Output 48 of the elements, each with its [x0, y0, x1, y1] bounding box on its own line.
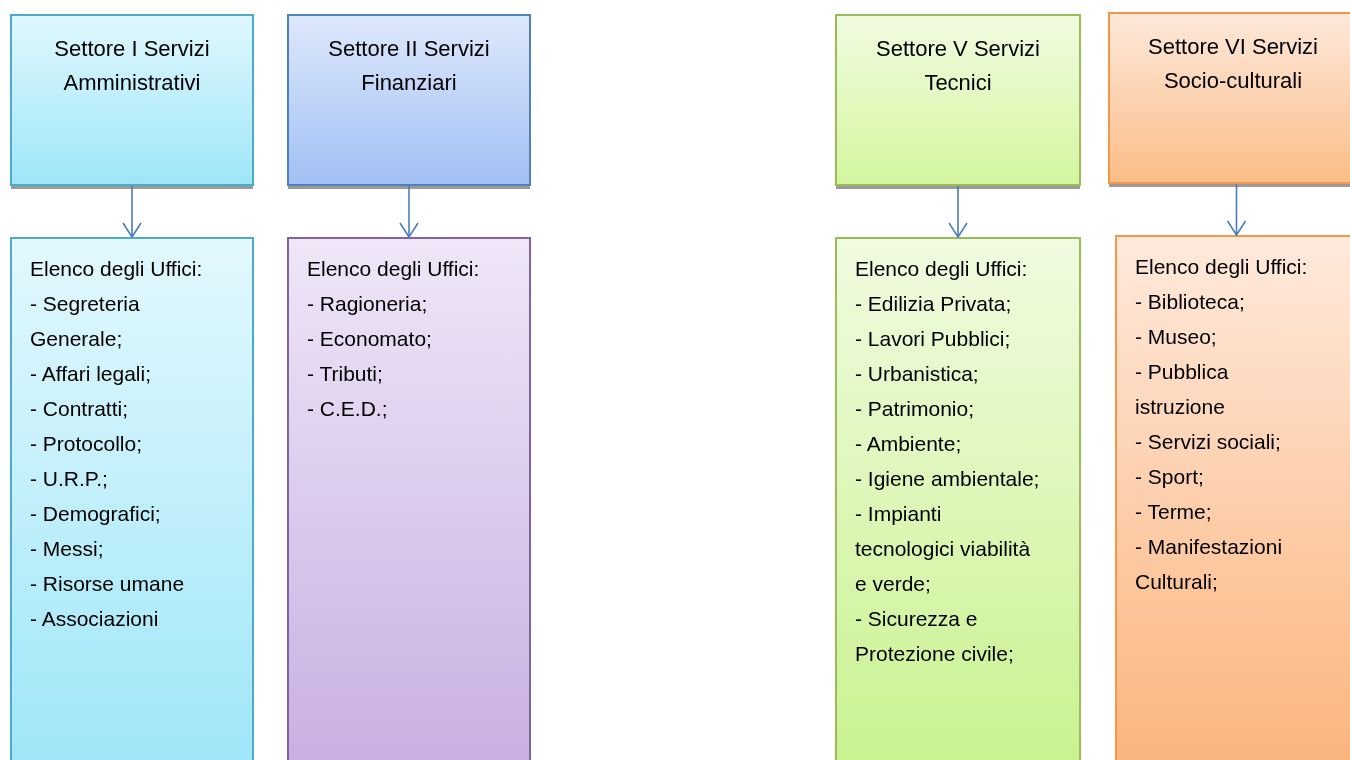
list-item: - Museo;: [1135, 324, 1218, 350]
list-item: - Terme;: [1135, 499, 1213, 525]
list-item: - Segreteria Generale;: [30, 291, 141, 352]
list-item: - Manifestazioni Culturali;: [1135, 534, 1284, 595]
office-list-box: [287, 237, 531, 760]
list-item: - Economato;: [307, 326, 433, 352]
list-item: - U.R.P.;: [30, 466, 109, 492]
list-item: - Igiene ambientale;: [855, 466, 1041, 492]
list-item: - Protocollo;: [30, 431, 144, 457]
list-heading: Elenco degli Uffici:: [30, 256, 204, 282]
list-item: - Ambiente;: [855, 431, 963, 457]
arrow: [122, 185, 142, 238]
list-item: - Servizi sociali;: [1135, 429, 1282, 455]
arrow: [1226, 183, 1247, 236]
sector-box: [835, 14, 1081, 186]
list-item: - Messi;: [30, 536, 105, 562]
list-heading: Elenco degli Uffici:: [307, 256, 481, 282]
list-item: - C.E.D.;: [307, 396, 389, 422]
list-item: - Pubblica istruzione: [1135, 359, 1230, 420]
list-item: - Sport;: [1135, 464, 1205, 490]
sector-title: Settore I Servizi Amministrativi: [53, 35, 211, 97]
arrow: [399, 185, 419, 238]
list-item: - Urbanistica;: [855, 361, 980, 387]
office-list-box: [10, 237, 254, 760]
list-item: - Affari legali;: [30, 361, 152, 387]
list-item: - Ragioneria;: [307, 291, 429, 317]
office-list-box: [835, 237, 1081, 760]
sector-box: [287, 14, 531, 186]
list-item: - Impianti tecnologici viabilità e verde;: [855, 501, 1032, 597]
list-item: - Edilizia Privata;: [855, 291, 1013, 317]
list-item: - Biblioteca;: [1135, 289, 1246, 315]
list-item: - Contratti;: [30, 396, 130, 422]
arrow: [948, 185, 968, 238]
list-item: - Lavori Pubblici;: [855, 326, 1012, 352]
list-item: - Tributi;: [307, 361, 384, 387]
sector-box: [1108, 12, 1350, 184]
list-item: - Risorse umane: [30, 571, 186, 597]
office-list-box: [1115, 235, 1350, 760]
list-heading: Elenco degli Uffici:: [1135, 254, 1309, 280]
list-item: - Patrimonio;: [855, 396, 976, 422]
sector-box: [10, 14, 254, 186]
sector-title: Settore VI Servizi Socio-culturali: [1147, 33, 1319, 95]
list-item: - Demografici;: [30, 501, 162, 527]
sector-title: Settore II Servizi Finanziari: [327, 35, 491, 97]
list-heading: Elenco degli Uffici:: [855, 256, 1029, 282]
list-item: - Associazioni: [30, 606, 160, 632]
list-item: - Sicurezza e Protezione civile;: [855, 606, 1015, 667]
sector-title: Settore V Servizi Tecnici: [875, 35, 1041, 97]
